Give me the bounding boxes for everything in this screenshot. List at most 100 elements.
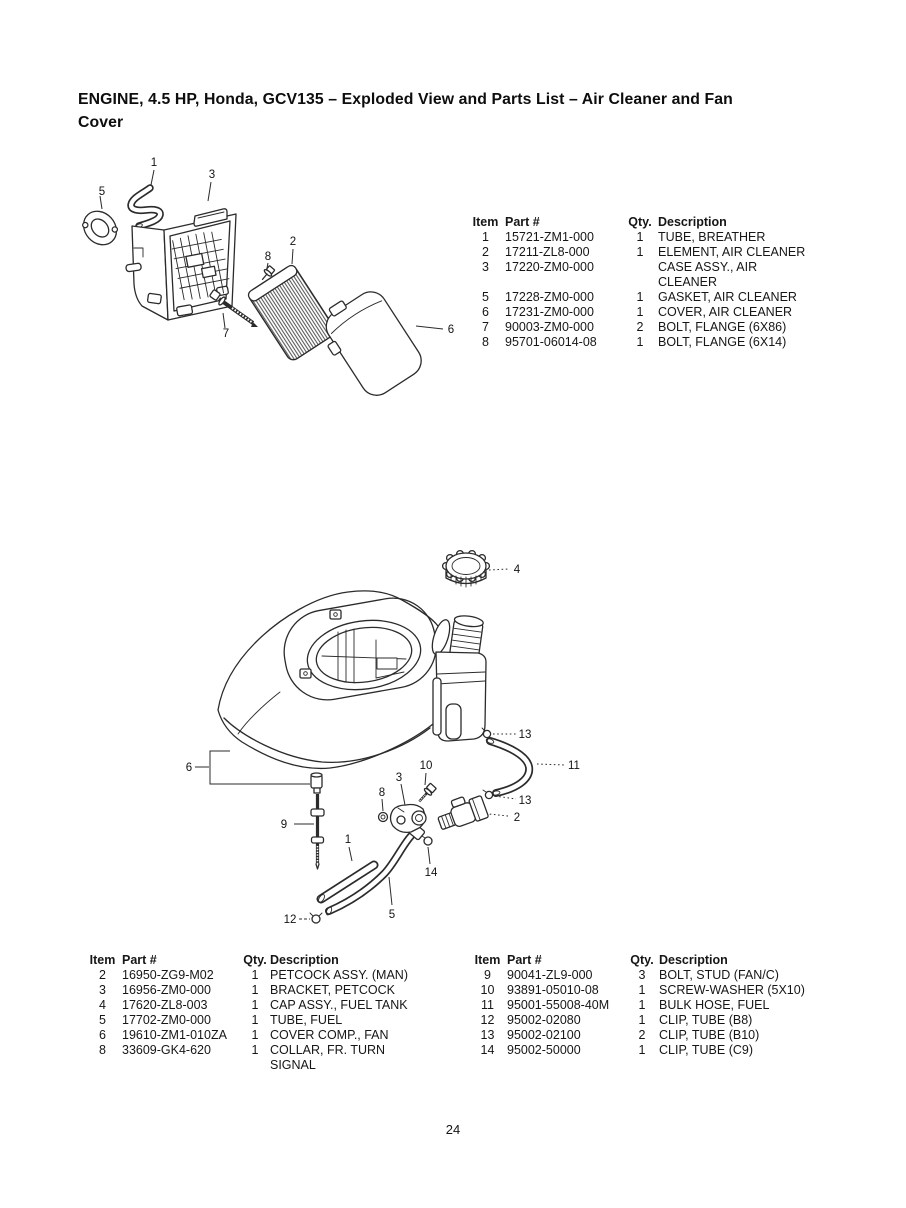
table-row: 5 17228-ZM0-000 1 GASKET, AIR CLEANER (466, 290, 836, 305)
cell-qty: 1 (636, 290, 644, 304)
cell-desc: PETCOCK ASSY. (MAN) (270, 968, 408, 982)
cell-part: 17231-ZM0-000 (505, 305, 594, 319)
header-qty: Qty. (630, 953, 654, 967)
header-qty: Qty. (243, 953, 267, 967)
cell-qty: 1 (636, 335, 644, 349)
cell-qty: 1 (251, 1028, 259, 1042)
callout-10: 10 (420, 760, 433, 772)
table-row: 6 17231-ZM0-000 1 COVER, AIR CLEANER (466, 305, 836, 320)
page-number: 24 (445, 1122, 461, 1137)
cell-item: 8 (99, 1043, 106, 1057)
petcock-bracket-part (389, 803, 427, 834)
cell-desc: CLIP, TUBE (B10) (659, 1028, 760, 1042)
callout-12: 12 (284, 914, 297, 926)
cell-qty: 1 (251, 998, 259, 1012)
table-header-row: Item Part # Qty. Description (466, 215, 836, 230)
cell-desc: BOLT, FLANGE (6X86) (658, 320, 787, 334)
cell-qty: 3 (638, 968, 646, 982)
fuel-hose-part (485, 737, 534, 797)
cell-item: 13 (480, 1028, 495, 1042)
cell-part: 17702-ZM0-000 (122, 1013, 211, 1027)
cover-stud-boss (310, 772, 323, 794)
header-part: Part # (505, 215, 540, 229)
cell-desc: BRACKET, PETCOCK (270, 983, 396, 997)
table-row: 12 95002-02080 1 CLIP, TUBE (B8) (468, 1013, 841, 1028)
cell-item: 10 (480, 983, 495, 997)
callout-11: 11 (568, 760, 580, 772)
table-row: 7 90003-ZM0-000 2 BOLT, FLANGE (6X86) (466, 320, 836, 335)
header-desc: Description (270, 953, 339, 967)
clip-b10-upper-part (481, 727, 492, 739)
cell-item: 6 (482, 305, 489, 319)
cell-qty: 1 (636, 230, 644, 244)
table-row: 11 95001-55008-40M 1 BULK HOSE, FUEL (468, 998, 841, 1013)
table-header-row: Item Part # Qty. Description (468, 953, 841, 968)
collar-part (377, 811, 389, 823)
cell-item: 14 (480, 1043, 495, 1057)
cell-qty (622, 260, 658, 290)
callout-3: 3 (209, 169, 215, 181)
cell-qty: 2 (638, 1028, 646, 1042)
cell-item: 2 (99, 968, 106, 982)
cell-part: 95002-02100 (507, 1028, 581, 1042)
cell-part: 17228-ZM0-000 (505, 290, 594, 304)
air-cleaner-element-part (247, 264, 336, 361)
cell-qty: 1 (251, 1013, 259, 1027)
table-row: 9 90041-ZL9-000 3 BOLT, STUD (FAN/C) (468, 968, 841, 983)
cell-desc: ELEMENT, AIR CLEANER (658, 245, 806, 259)
air-cleaner-exploded-diagram: 1 5 3 8 2 7 6 (82, 157, 454, 396)
cell-part: 95002-02080 (507, 1013, 581, 1027)
callout-6: 6 (186, 762, 192, 774)
gasket-part (82, 210, 119, 246)
callout-5: 5 (389, 909, 395, 921)
stud-bolt-part (310, 794, 325, 870)
fan-cover-exploded-diagram: 4 13 11 6 10 3 13 8 2 9 1 14 5 12 (186, 549, 580, 926)
cell-part: 90041-ZL9-000 (507, 968, 593, 982)
parts-table-air-cleaner: Item Part # Qty. Description 1 15721-ZM1… (466, 215, 836, 350)
cell-item: 12 (480, 1013, 495, 1027)
table-row: 13 95002-02100 2 CLIP, TUBE (B10) (468, 1028, 841, 1043)
cell-item: 1 (482, 230, 489, 244)
table-row: 3 17220-ZM0-000 CASE ASSY., AIR CLEANER (466, 260, 836, 290)
callout-2: 2 (290, 236, 296, 248)
cell-desc: TUBE, FUEL (270, 1013, 343, 1027)
clip-b8-part (309, 912, 323, 924)
cell-item: 3 (99, 983, 106, 997)
table-row: 6 19610-ZM1-010ZA 1 COVER COMP., FAN (83, 1028, 442, 1043)
table-header-row: Item Part # Qty. Description (83, 953, 442, 968)
cell-part: 33609-GK4-620 (122, 1043, 211, 1057)
cell-part: 15721-ZM1-000 (505, 230, 594, 244)
callout-5: 5 (99, 186, 105, 198)
table-row: 2 16950-ZG9-M02 1 PETCOCK ASSY. (MAN) (83, 968, 442, 983)
callout-3: 3 (396, 772, 402, 784)
cell-qty: 1 (638, 998, 646, 1012)
bolt-6x14-part (261, 265, 276, 281)
parts-table-fan-cover-right: Item Part # Qty. Description 9 90041-ZL9… (468, 953, 841, 1058)
table-row: 4 17620-ZL8-003 1 CAP ASSY., FUEL TANK (83, 998, 442, 1013)
table-row: 14 95002-50000 1 CLIP, TUBE (C9) (468, 1043, 841, 1058)
table-row: 10 93891-05010-08 1 SCREW-WASHER (5X10) (468, 983, 841, 998)
cell-item: 3 (482, 260, 489, 274)
cell-desc: GASKET, AIR CLEANER (658, 290, 797, 304)
header-item: Item (474, 953, 501, 967)
petcock-part (437, 795, 489, 830)
cell-qty: 1 (638, 1043, 646, 1057)
bolt-6x86-part (209, 289, 258, 327)
cell-desc: CLIP, TUBE (C9) (659, 1043, 754, 1057)
fan-cover-part (217, 590, 441, 770)
cell-item: 11 (481, 998, 494, 1012)
header-desc: Description (659, 953, 728, 967)
cell-item: 5 (99, 1013, 106, 1027)
callout-1: 1 (345, 834, 351, 846)
cell-qty: 2 (636, 320, 644, 334)
screw-washer-part (418, 782, 437, 803)
fuel-tank-part (431, 615, 487, 742)
page-title: ENGINE, 4.5 HP, Honda, GCV135 – Exploded… (78, 91, 733, 131)
cell-qty: 1 (636, 305, 644, 319)
callout-14: 14 (425, 867, 438, 879)
table-row: 1 15721-ZM1-000 1 TUBE, BREATHER (466, 230, 836, 245)
air-cleaner-cover-part (325, 291, 422, 396)
table-row: 8 33609-GK4-620 1 COLLAR, FR. TURN SIGNA… (83, 1043, 442, 1073)
callout-2: 2 (514, 812, 520, 824)
callout-6-bracket (209, 750, 310, 785)
